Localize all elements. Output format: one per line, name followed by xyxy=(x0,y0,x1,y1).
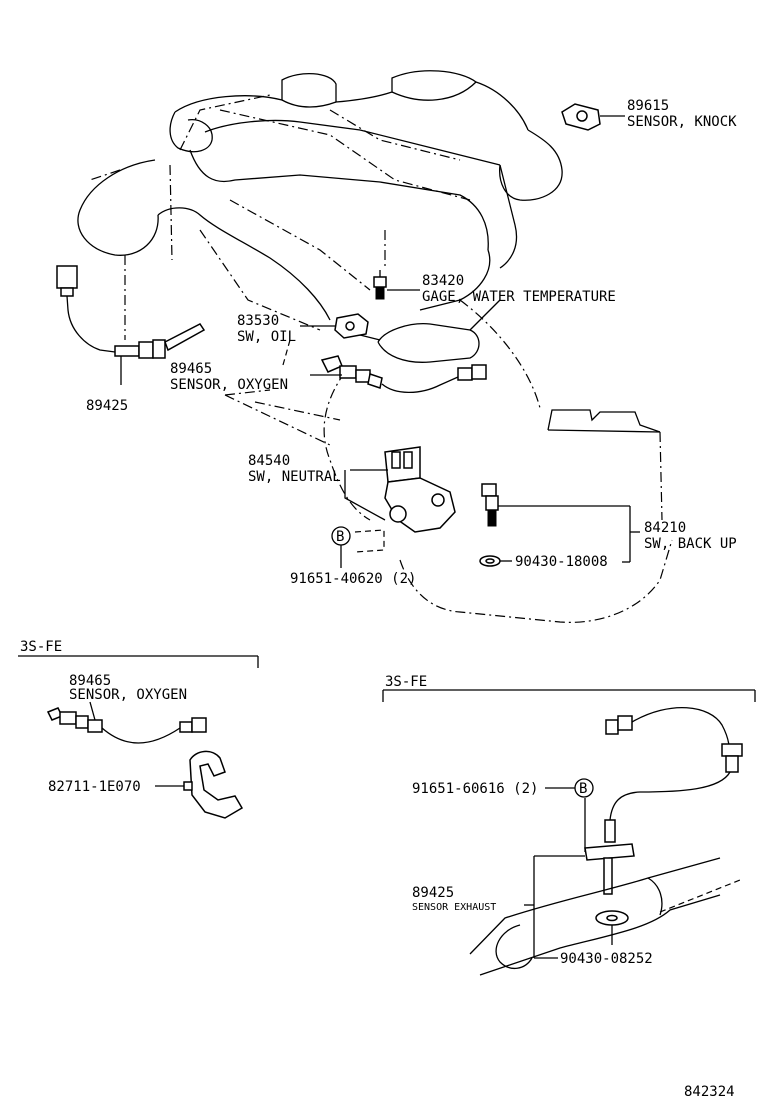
backup-switch-number: 84210 xyxy=(644,520,686,536)
neutral-bolt-number: 91651-40620 (2) xyxy=(290,571,416,587)
water-temp-number: 83420 xyxy=(422,273,464,289)
left-section-title: 3S-FE xyxy=(20,639,62,655)
right-exhaust-sensor-part xyxy=(584,706,743,895)
callout-b-right-label: B xyxy=(579,781,587,797)
left-section-frame xyxy=(18,655,259,668)
water-temp-name: GAGE, WATER TEMPERATURE xyxy=(422,289,616,305)
left-oxygen-sensor-part xyxy=(46,701,207,744)
oil-switch-name: SW, OIL xyxy=(237,329,296,345)
right-gasket-number: 90430-08252 xyxy=(560,951,653,967)
knock-sensor-number: 89615 xyxy=(627,98,669,114)
right-section-frame xyxy=(382,689,756,702)
right-bolt-number: 91651-60616 (2) xyxy=(412,781,538,797)
oxygen-sensor-part xyxy=(310,355,487,393)
right-exhaust-sensor-name: SENSOR EXHAUST xyxy=(412,902,496,913)
right-section-title: 3S-FE xyxy=(385,674,427,690)
neutral-switch-number: 84540 xyxy=(248,453,290,469)
right-exhaust-sensor-number: 89425 xyxy=(412,885,454,901)
oxygen-sensor-number: 89465 xyxy=(170,361,212,377)
oxygen-sensor-name: SENSOR, OXYGEN xyxy=(170,377,288,393)
left-oxygen-sensor-number: 89465 xyxy=(69,673,111,689)
knock-sensor-name: SENSOR, KNOCK xyxy=(627,114,737,130)
oil-switch-number: 83530 xyxy=(237,313,279,329)
backup-gasket-part xyxy=(479,555,512,567)
neutral-switch-name: SW, NEUTRAL xyxy=(248,469,341,485)
right-leader-lines xyxy=(524,855,613,959)
exhaust-pipe xyxy=(469,857,741,976)
callout-b-main-label: B xyxy=(336,529,344,545)
exhaust-sensor-left-part xyxy=(56,265,206,385)
clamp-part xyxy=(155,750,244,819)
diagram-id: 842324 xyxy=(684,1084,735,1100)
water-temp-gage-part xyxy=(373,270,420,300)
left-oxygen-sensor-name: SENSOR, OXYGEN xyxy=(69,687,187,703)
oil-switch-part xyxy=(282,313,369,366)
exhaust-sensor-main-number: 89425 xyxy=(86,398,128,414)
backup-switch-part xyxy=(481,483,640,563)
backup-switch-name: SW, BACK UP xyxy=(644,536,737,552)
backup-gasket-number: 90430-18008 xyxy=(515,554,608,570)
neutral-switch-part xyxy=(344,446,456,553)
knock-sensor-part xyxy=(561,103,625,131)
clamp-number: 82711-1E070 xyxy=(48,779,141,795)
